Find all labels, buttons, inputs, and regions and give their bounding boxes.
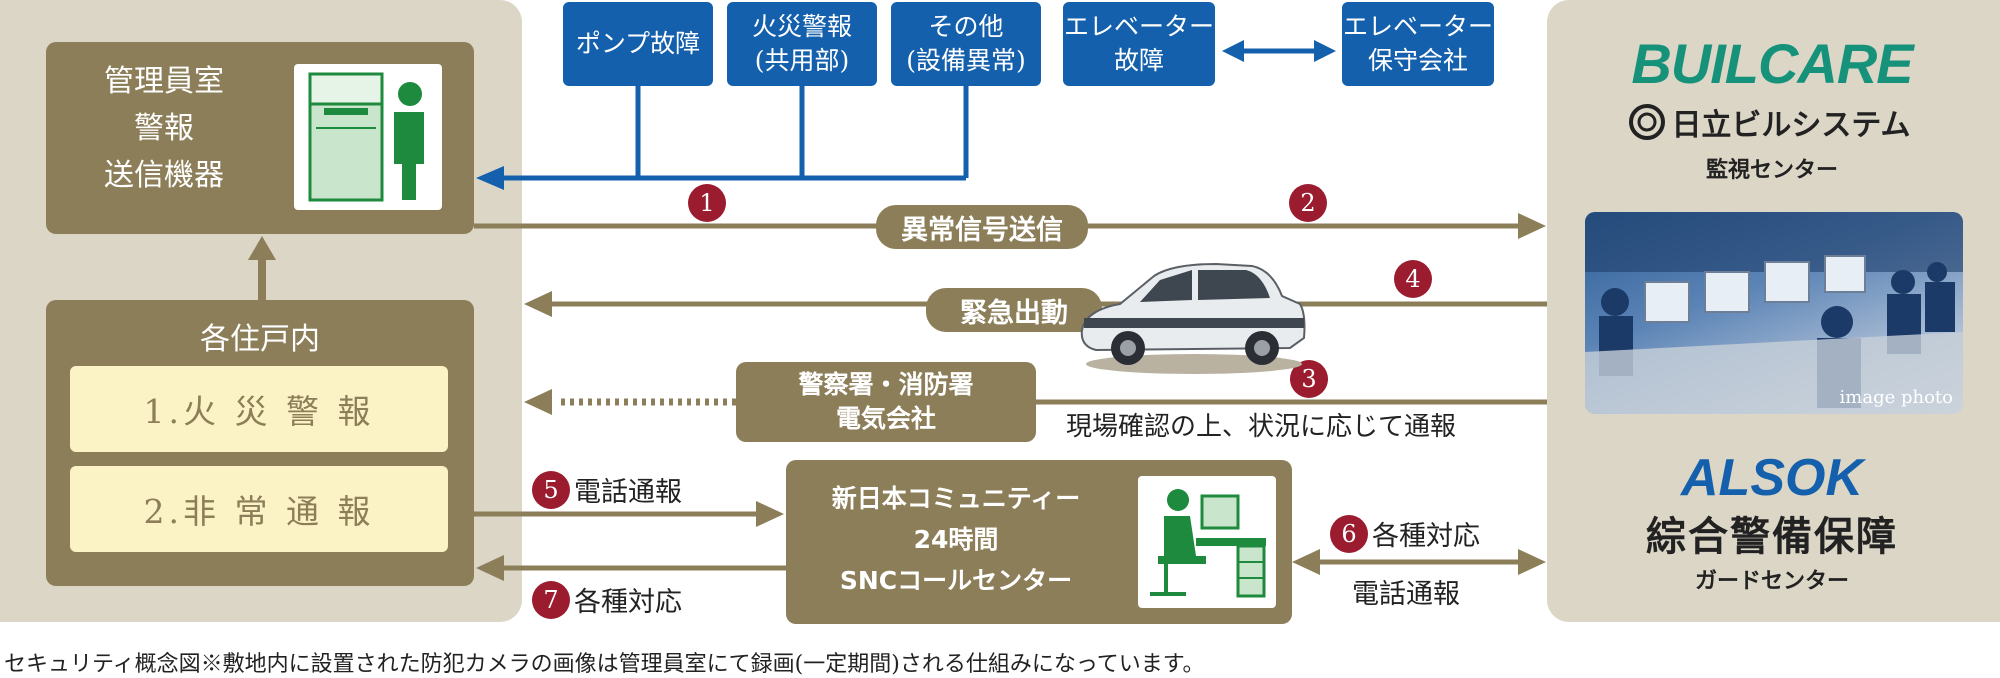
hitachi-building-systems-logo: 日立ビルシステム [1600,100,1940,144]
responses-label: 各種対応 [574,587,682,618]
step-4-badge: 4 [1394,260,1432,298]
elevator-failure-line1: エレベーター [1063,12,1214,41]
elevator-failure-box: エレベーター 故障 [1063,2,1215,86]
management-title-line3: 送信機器 [104,158,224,193]
pump-failure-box: ポンプ故障 [563,2,713,86]
emergency-dispatch-label: 緊急出動 [926,288,1102,332]
operator-illustration [1138,476,1276,608]
monitoring-center-label: 監視センター [1705,158,1838,183]
phone-report-label: 電話通報 [574,477,682,508]
elevator-failure-line2: 故障 [1113,46,1164,75]
management-title-line2: 警報 [134,111,194,146]
police-fire-line1: 警察署・消防署 [798,370,974,399]
fire-alarm-item: 1.火 災 警 報 [70,366,448,452]
other-equipment-line2: (設備異常) [906,46,1026,75]
step-2-badge: 2 [1289,184,1327,222]
fire-alarm-common-box: 火災警報 (共用部) [727,2,877,86]
phone-report-label-right: 電話通報 [1352,579,1460,610]
snc-line1: 新日本コミュニティー [831,484,1081,513]
step-7-badge: 7 [532,580,570,619]
alsok-logo: ALSOK [1681,449,1863,507]
photo-caption: image photo [1839,387,1953,408]
various-response-label-group: 6 各種対応 [1330,514,1480,553]
pump-failure-label: ポンプ故障 [575,29,701,58]
fire-alarm-common-line1: 火災警報 [751,12,852,41]
other-equipment-line1: その他 [928,12,1004,41]
step-5-badge: 5 [532,470,570,509]
guard-center-label: ガードセンター [1694,569,1849,594]
snc-line3: SNCコールセンター [839,566,1073,595]
hitachi-name: 日立ビルシステム [1671,108,1911,143]
patrol-car-illustration [1076,252,1308,376]
units-title: 各住戸内 [200,322,320,357]
police-fire-line2: 電気会社 [835,404,936,433]
site-confirm-label: 現場確認の上、状況に応じて通報 [1066,412,1457,442]
alarm-device-illustration [294,64,442,210]
builcare-logo: BUILCARE [1631,31,1913,95]
management-room-box: 管理員室 警報 送信機器 [46,42,474,234]
step-1-badge: 1 [688,184,726,222]
elevator-maintenance-box: エレベーター 保守会社 [1342,2,1494,86]
phone-report-label-group: 5 電話通報 [532,470,682,509]
alsok-company-name: 綜合警備保障 [1646,513,1898,560]
monitoring-photo: image photo [1585,212,1963,414]
signal-send-label: 異常信号送信 [876,205,1088,249]
elevator-maintenance-line1: エレベーター [1342,12,1493,41]
emergency-call-item: 2.非 常 通 報 [70,466,448,552]
step-6-badge: 6 [1330,514,1368,553]
other-equipment-box: その他 (設備異常) [891,2,1041,86]
responses-label-group: 7 各種対応 [532,580,682,619]
residential-units-box: 各住戸内 1.火 災 警 報 2.非 常 通 報 [46,300,474,586]
snc-call-center-box: 新日本コミュニティー 24時間 SNCコールセンター [786,460,1292,624]
police-fire-electric-box: 警察署・消防署 電気会社 [736,362,1036,442]
various-response-label: 各種対応 [1372,521,1480,552]
diagram-caption: セキュリティ概念図※敷地内に設置された防犯カメラの画像は管理員室にて録画(一定期… [4,652,1205,677]
management-title-line1: 管理員室 [104,64,224,99]
elevator-maintenance-line2: 保守会社 [1367,46,1468,75]
fire-alarm-common-line2: (共用部) [754,46,850,75]
hitachi-mark-icon [1629,104,1666,140]
snc-line2: 24時間 [913,525,999,554]
